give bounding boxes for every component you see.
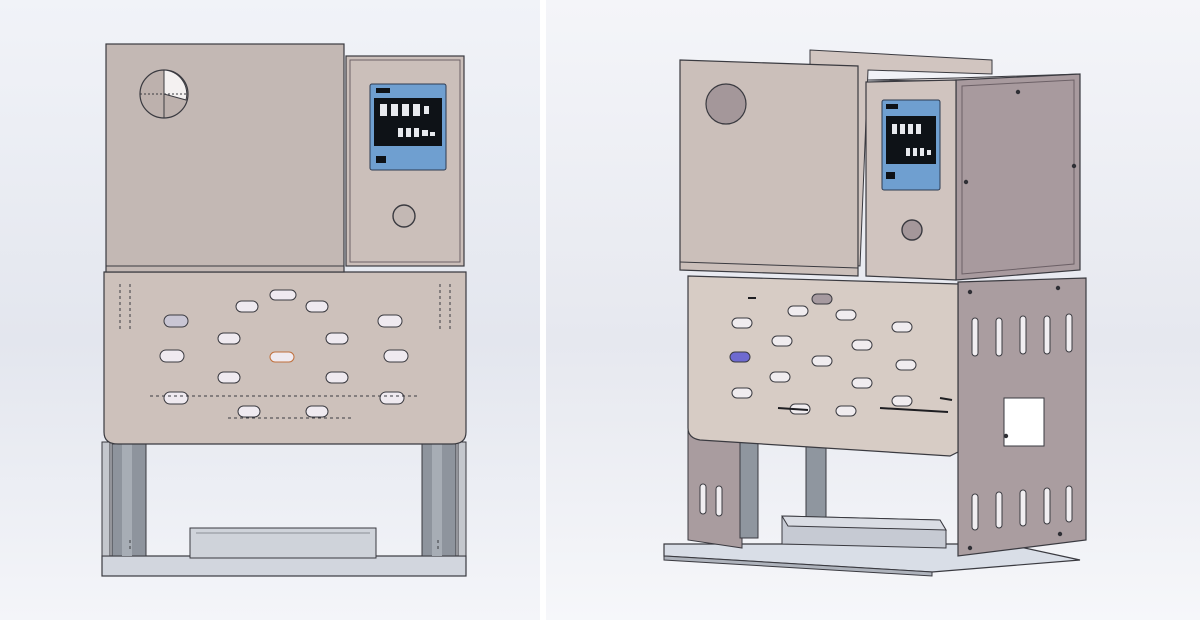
cable-port-hole xyxy=(392,204,416,228)
display-digits-row2 xyxy=(398,128,435,137)
main-enclosure xyxy=(105,43,345,273)
frame-rail-right xyxy=(457,441,467,557)
display-label-strip xyxy=(376,88,390,93)
front-view-panel xyxy=(0,0,540,620)
iso-screws xyxy=(963,89,1077,551)
display-digits-row1 xyxy=(380,104,429,116)
iso-rear-bracket xyxy=(687,429,743,549)
upright-left-highlight xyxy=(122,444,132,556)
mounting-plate-hidden-lines xyxy=(119,284,451,552)
frame-rail-left xyxy=(101,441,111,557)
iso-controller-display xyxy=(881,99,941,191)
iso-controller-side-bezel xyxy=(961,79,1075,275)
iso-power-supply-top xyxy=(781,515,947,531)
controller-housing-bezel xyxy=(349,59,461,263)
iso-mounting-plate-marks xyxy=(748,297,953,413)
iso-main-enclosure xyxy=(679,59,859,277)
iso-main-enclosure-lip xyxy=(679,261,859,269)
view-divider xyxy=(540,0,546,620)
iso-mounting-plate-slots xyxy=(729,293,917,417)
upright-right-highlight xyxy=(432,444,442,556)
base-plate xyxy=(101,555,467,577)
isometric-view-drawing xyxy=(663,49,1087,577)
display-button xyxy=(376,156,386,163)
fan-port xyxy=(139,69,189,119)
mounting-plate-slots xyxy=(159,289,409,418)
front-view-drawing xyxy=(101,43,467,577)
iso-cable-port-hole xyxy=(901,219,923,241)
iso-base-edge xyxy=(663,555,933,577)
iso-upright-1 xyxy=(739,435,759,539)
iso-controller-side xyxy=(955,73,1081,281)
iso-cutout-window xyxy=(1003,397,1045,447)
iso-side-bracket-slots xyxy=(971,313,1073,531)
isometric-view-panel xyxy=(546,0,1200,620)
iso-fan-port xyxy=(705,83,747,125)
iso-rear-bracket-slots xyxy=(699,483,723,517)
controller-display xyxy=(369,83,447,171)
